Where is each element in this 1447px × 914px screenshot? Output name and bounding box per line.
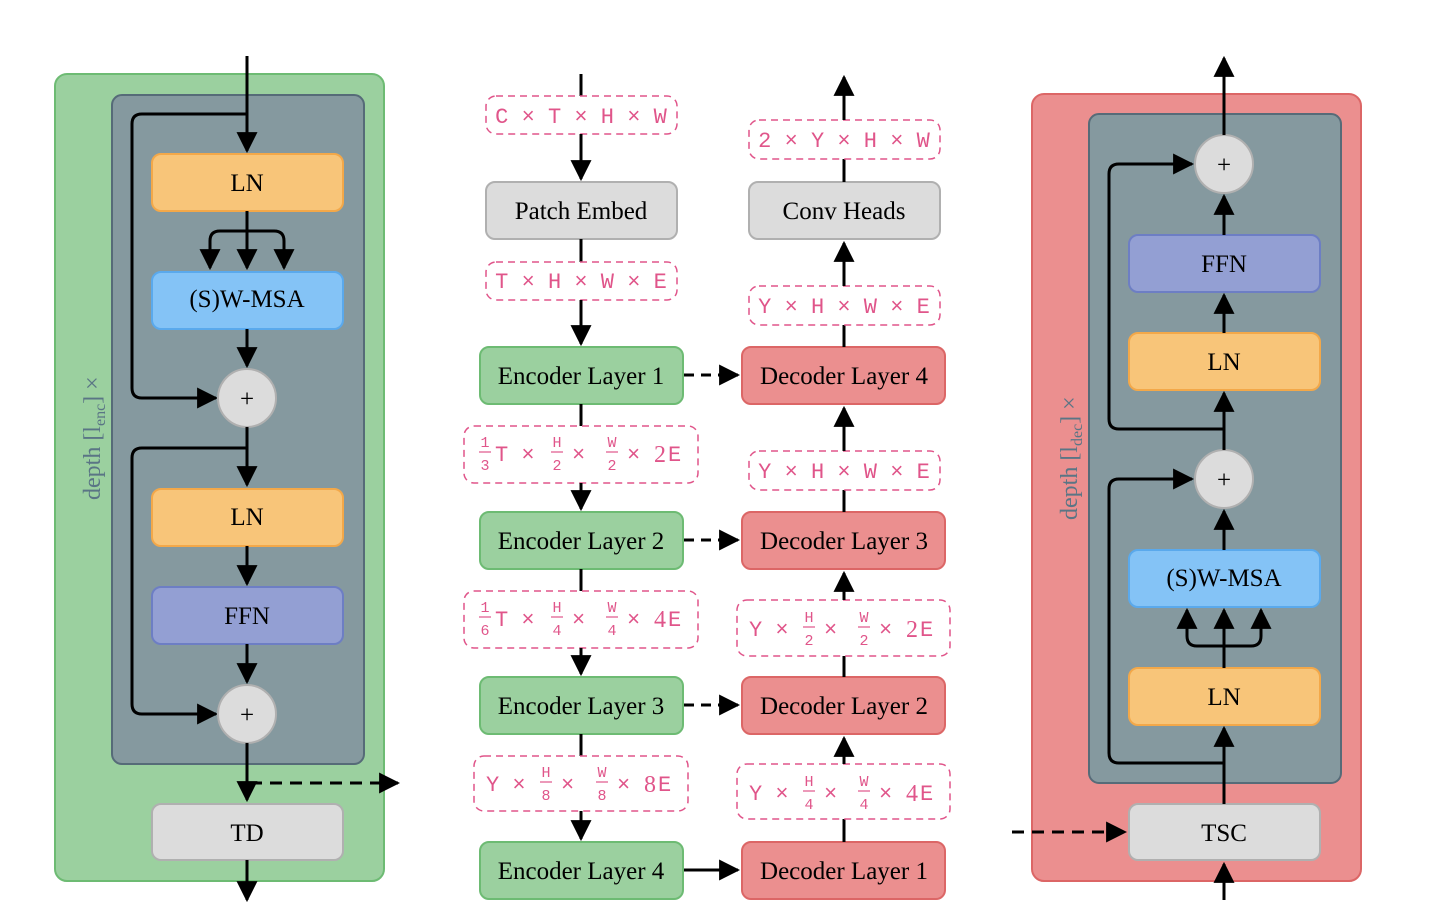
svg-text:W: W (607, 435, 616, 452)
encoder-residual-1 (130, 112, 247, 409)
svg-text:×: × (879, 782, 892, 807)
decoder-residual-2 (1107, 153, 1224, 431)
encoder-ln1-label: LN (230, 170, 263, 197)
encoder-residual-2 (130, 446, 247, 725)
svg-text:4: 4 (654, 607, 666, 633)
svg-text:8: 8 (644, 772, 656, 798)
encoder-add1-symbol: + (240, 386, 254, 413)
svg-text:W: W (597, 765, 606, 782)
svg-text:Y ×: Y × (749, 618, 789, 643)
svg-text:2: 2 (859, 633, 868, 650)
svg-text:×: × (824, 782, 837, 807)
encoder-msa-label: (S)W-MSA (189, 286, 304, 313)
svg-text:T ×: T × (495, 608, 535, 633)
decoder-add2-symbol: + (1217, 152, 1231, 179)
encoder-depth-label: depth [lenc] × (80, 376, 109, 500)
patch-embed-label: Patch Embed (515, 198, 648, 225)
svg-text:6: 6 (480, 623, 489, 640)
decoder-add1-symbol: + (1217, 467, 1231, 494)
encoder-qkv-split (199, 211, 295, 271)
svg-text:×: × (572, 608, 585, 633)
svg-text:4: 4 (607, 623, 616, 640)
decoder-layer-2-label: Decoder Layer 2 (760, 693, 928, 720)
encoder-layer-4[interactable] (479, 841, 684, 900)
svg-text:2: 2 (607, 458, 616, 475)
decoder-tsc-label: TSC (1201, 820, 1247, 847)
svg-text:H: H (804, 610, 813, 627)
decoder-ln1-label: LN (1207, 684, 1240, 711)
encoder-block: depth [lenc] × LN (S)W-MSA + LN FFN + (54, 56, 401, 903)
enc-dim-label-3: Y × H 8 × W 8 × 8 E (486, 765, 671, 805)
encoder-layer-1-label: Encoder Layer 1 (498, 363, 665, 390)
decoder-layer-4-label: Decoder Layer 4 (760, 363, 928, 390)
dec-dim-label-2: Y × H 2 × W 2 × 2 E (749, 610, 933, 650)
svg-text:2: 2 (906, 617, 918, 643)
decoder-msa-label: (S)W-MSA (1166, 565, 1281, 592)
pipeline: C × T × H × W Patch Embed T × H × W × E … (463, 74, 951, 900)
decoder-block: depth [ldec] × TSC LN (S)W-MSA + LN FFN (1012, 55, 1362, 900)
svg-text:W: W (607, 600, 616, 617)
decoder-layer-3-label: Decoder Layer 3 (760, 528, 928, 555)
svg-text:2: 2 (552, 458, 561, 475)
svg-text:Y ×: Y × (486, 773, 526, 798)
svg-text:E: E (920, 782, 933, 807)
svg-text:T ×: T × (495, 443, 535, 468)
svg-text:8: 8 (541, 788, 550, 805)
svg-text:×: × (572, 443, 585, 468)
encoder-td-label: TD (230, 820, 263, 847)
svg-text:H: H (552, 600, 561, 617)
enc-dim-label-1: 1 3 T × H 2 × W 2 × 2 E (479, 435, 681, 475)
svg-text:4: 4 (906, 781, 918, 807)
embed-dim-label: T × H × W × E (495, 270, 667, 295)
svg-text:Y ×: Y × (749, 782, 789, 807)
dec-dim-label-4: Y × H × W × E (758, 295, 930, 320)
svg-text:E: E (658, 773, 671, 798)
dec-dim-label-3: Y × H × W × E (758, 460, 930, 485)
svg-text:E: E (668, 443, 681, 468)
svg-text:2: 2 (654, 442, 666, 468)
svg-text:×: × (627, 608, 640, 633)
decoder-depth-label: depth [ldec] × (1057, 396, 1086, 520)
svg-text:H: H (804, 774, 813, 791)
svg-text:W: W (859, 774, 868, 791)
decoder-qkv-split (1176, 607, 1272, 668)
enc-dim-box-3 (473, 755, 689, 812)
decoder-layer-1-label: Decoder Layer 1 (760, 858, 928, 885)
svg-text:8: 8 (597, 788, 606, 805)
encoder-layer-4-label: Encoder Layer 4 (498, 858, 665, 885)
svg-text:3: 3 (480, 458, 489, 475)
output-dim-label: 2 × Y × H × W (758, 129, 930, 154)
svg-text:×: × (627, 443, 640, 468)
encoder-ln2-label: LN (230, 504, 263, 531)
svg-text:×: × (824, 618, 837, 643)
svg-text:4: 4 (552, 623, 561, 640)
enc-dim-label-2: 1 6 T × H 4 × W 4 × 4 E (479, 600, 681, 640)
decoder-ffn-label: FFN (1201, 251, 1247, 278)
decoder-ln2-label: LN (1207, 349, 1240, 376)
svg-text:1: 1 (480, 600, 489, 617)
encoder-add2-symbol: + (240, 702, 254, 729)
encoder-layer-2-label: Encoder Layer 2 (498, 528, 665, 555)
input-dim-label: C × T × H × W (495, 105, 667, 130)
dec-dim-label-1: Y × H 4 × W 4 × 4 E (749, 774, 933, 814)
svg-text:1: 1 (480, 435, 489, 452)
encoder-ffn-label: FFN (224, 603, 270, 630)
svg-text:W: W (859, 610, 868, 627)
svg-text:H: H (552, 435, 561, 452)
svg-text:2: 2 (804, 633, 813, 650)
svg-text:×: × (879, 618, 892, 643)
decoder-residual-1 (1107, 468, 1224, 765)
svg-text:E: E (668, 608, 681, 633)
svg-text:×: × (561, 773, 574, 798)
svg-text:4: 4 (859, 797, 868, 814)
svg-text:H: H (541, 765, 550, 782)
svg-text:E: E (920, 618, 933, 643)
conv-heads-label: Conv Heads (783, 198, 906, 225)
svg-text:×: × (617, 773, 630, 798)
svg-text:4: 4 (804, 797, 813, 814)
encoder-layer-3-label: Encoder Layer 3 (498, 693, 665, 720)
